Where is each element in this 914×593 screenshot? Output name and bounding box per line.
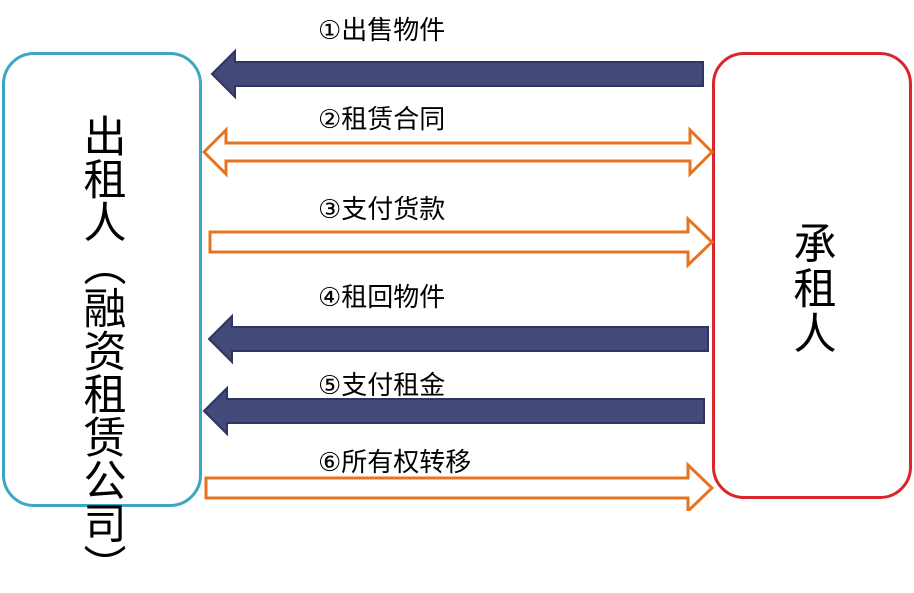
lessor-char: 融 [83,285,127,335]
lessor-char: 赁 [83,414,127,464]
lessor-char: 资 [83,328,127,378]
arrow-pay-rent [202,385,705,437]
arrow-lease-contract [201,126,715,178]
lessor-char: 租 [83,371,127,421]
flow-label-ownership-transfer: ⑥所有权转移 [318,448,472,478]
flow-label-pay-price: ③支付货款 [318,195,446,225]
arrow-ownership-transfer [204,461,715,511]
lessee-char: 人 [793,310,837,361]
flow-label-lease-back: ④租回物件 [318,283,446,313]
lessee-box: 承 租 人 [712,52,912,499]
lessor-char: ︶ [83,543,127,593]
lessor-label: 出 租 人 ︵ 融 资 租 赁 公 司 ︶ [5,117,205,590]
lessor-char: 人 [83,199,127,249]
lessor-char: ︵ [83,242,127,292]
flow-label-lease-contract: ②租赁合同 [318,105,446,135]
arrow-lease-back [207,313,709,365]
lessor-char: 公 [83,457,127,507]
lessor-box: 出 租 人 ︵ 融 资 租 赁 公 司 ︶ [2,52,202,590]
flow-label-sell-asset: ①出售物件 [318,16,446,46]
lessor-char: 出 [83,113,127,163]
flow-arrows [201,48,715,511]
lessee-label: 承 租 人 [715,220,914,361]
arrow-pay-price [208,215,715,269]
flow-label-pay-rent: ⑤支付租金 [318,371,446,401]
lessee-char: 承 [793,220,837,270]
arrow-sell-asset [210,48,704,100]
lessee-char: 租 [793,265,837,316]
lessor-char: 租 [83,156,127,206]
